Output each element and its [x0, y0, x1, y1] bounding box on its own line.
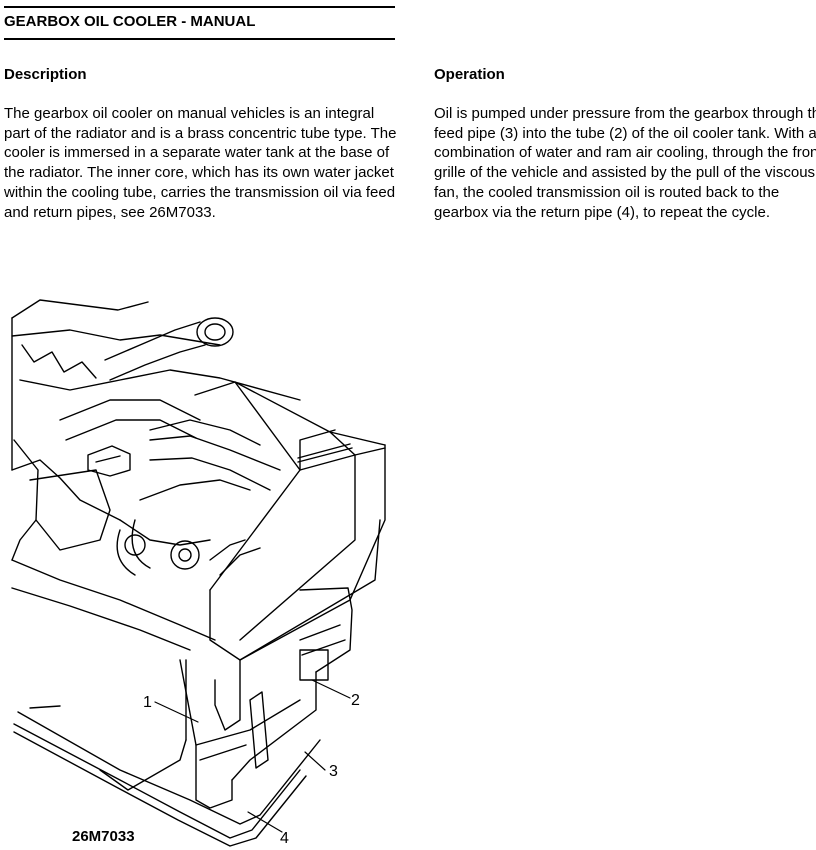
callout-1: 1 [143, 694, 152, 711]
description-text: The gearbox oil cooler on manual vehicle… [4, 105, 397, 221]
radiator [194, 381, 386, 731]
cooler-tank [179, 587, 353, 809]
page-title: GEARBOX OIL COOLER - MANUAL [4, 13, 256, 30]
oil-cooler-illustration: 1 2 3 4 26M7033 [0, 285, 420, 850]
engine-outline [11, 299, 301, 651]
title-rule-bottom [4, 38, 395, 40]
callout-2: 2 [351, 692, 360, 709]
callout-leaders [154, 679, 351, 833]
callout-3: 3 [329, 763, 338, 780]
title-rule-top [4, 6, 395, 8]
figure-reference: 26M7033 [72, 828, 135, 845]
callout-4: 4 [280, 830, 289, 847]
operation-heading: Operation [434, 66, 505, 83]
hoses [59, 317, 281, 576]
description-heading: Description [4, 66, 87, 83]
operation-text: Oil is pumped under pressure from the ge… [434, 105, 816, 221]
oil-pipes [13, 705, 321, 847]
